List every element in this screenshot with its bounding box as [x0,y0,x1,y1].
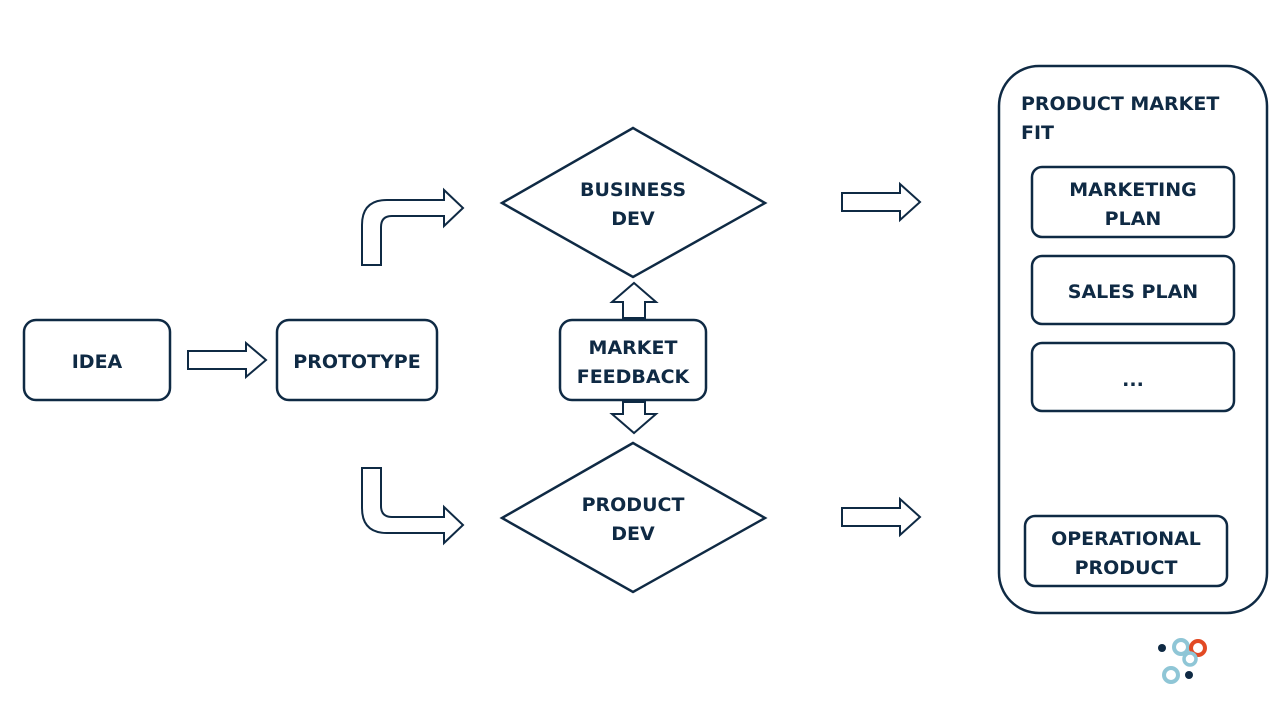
node-business-dev-line1: BUSINESS [580,179,686,201]
pmf-title-line2: FIT [1021,122,1054,144]
pmf-item-marketing-plan-line1: MARKETING [1069,179,1196,201]
node-product-dev: PRODUCT DEV [499,441,768,594]
pmf-item-marketing-plan-line2: PLAN [1105,208,1162,230]
node-prototype: PROTOTYPE [275,318,439,402]
pmf-item-sales-plan-label: SALES PLAN [1068,281,1198,303]
node-prototype-label: PROTOTYPE [293,351,420,373]
node-product-dev-line2: DEV [611,523,655,545]
arrow-business-dev-to-pmf [841,181,922,223]
node-market-feedback-line2: FEEDBACK [577,366,691,388]
product-market-fit-panel: PRODUCT MARKET FIT MARKETING PLAN SALES … [997,64,1269,615]
node-business-dev: BUSINESS DEV [499,126,768,279]
arrow-feedback-to-business-dev [609,281,659,319]
arrow-prototype-to-product-dev [361,467,465,546]
logo-ring-light-3 [1162,666,1180,684]
arrow-idea-to-prototype [187,340,268,380]
company-logo [1158,638,1207,684]
logo-dot-dark-2 [1185,671,1193,679]
node-market-feedback-line1: MARKET [589,337,678,359]
logo-ring-light-2 [1182,651,1198,667]
node-product-dev-line1: PRODUCT [582,494,685,516]
pmf-operational-product-line1: OPERATIONAL [1051,528,1201,550]
node-idea-label: IDEA [72,351,123,373]
node-idea: IDEA [22,318,172,402]
arrow-product-dev-to-pmf [841,496,922,538]
arrow-prototype-to-business-dev [361,187,465,266]
pmf-item-more: ... [1030,341,1236,413]
node-business-dev-line2: DEV [611,208,655,230]
pmf-title-line1: PRODUCT MARKET [1021,93,1219,115]
pmf-item-marketing-plan: MARKETING PLAN [1030,165,1236,239]
logo-dot-dark-1 [1158,644,1166,652]
logo-ring-light-1 [1172,638,1190,656]
pmf-item-sales-plan: SALES PLAN [1030,254,1236,326]
pmf-operational-product: OPERATIONAL PRODUCT [1023,514,1229,588]
arrow-feedback-to-product-dev [609,401,659,435]
node-market-feedback: MARKET FEEDBACK [558,318,708,402]
logo-ring-accent [1189,639,1207,657]
pmf-item-more-label: ... [1122,369,1144,391]
pmf-operational-product-line2: PRODUCT [1075,557,1178,579]
